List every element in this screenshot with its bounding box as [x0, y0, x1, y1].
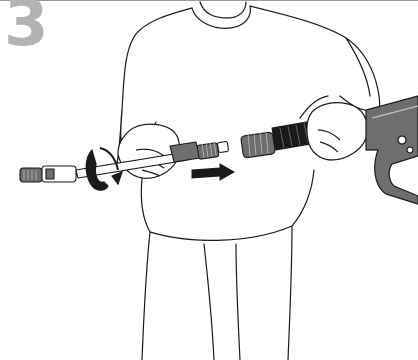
person-shirt-right	[292, 170, 314, 226]
person-shirt-left	[141, 178, 150, 232]
spray-gun	[366, 96, 418, 204]
person-shirt-hem	[150, 226, 292, 240]
direction-arrow-icon	[192, 164, 234, 180]
person-leg-right	[288, 226, 292, 360]
right-hand	[307, 103, 368, 160]
person-leg-left	[142, 232, 150, 360]
person-leg-inner-right	[236, 244, 240, 360]
person-leg-inner-left	[204, 244, 214, 360]
person-arm-right-upper	[346, 38, 370, 96]
person-neck	[200, 2, 246, 18]
